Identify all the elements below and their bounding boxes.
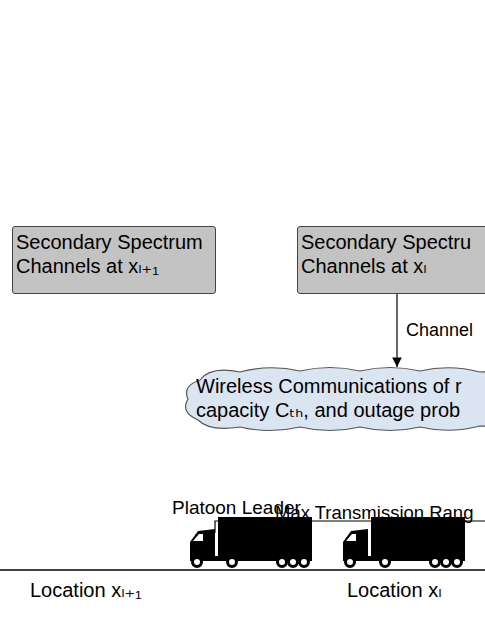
edge-label: Channel — [406, 319, 473, 341]
truck-icon — [190, 517, 312, 567]
arrow-connector — [396, 294, 397, 367]
channel-box: Secondary Spectru Channels at xₗ — [297, 226, 485, 294]
cloud-shape — [186, 368, 485, 431]
diagram-label: Location xₗ — [347, 579, 442, 601]
diagram-label: Max Transmission Rang — [275, 502, 473, 524]
road-line — [0, 569, 485, 571]
cloud-node: Wireless Communications of r capacity Cₜ… — [180, 366, 485, 432]
truck-icon — [343, 517, 465, 567]
node-text: Wireless Communications of r capacity Cₜ… — [196, 374, 471, 422]
node-text: Secondary Spectrum Channels at xₗ₊₁ — [16, 230, 215, 278]
diagram-label: Platoon Leader — [172, 497, 301, 519]
diagram-label: Location xₗ₊₁ — [30, 579, 142, 601]
node-text: Secondary Spectru Channels at xₗ — [301, 230, 479, 278]
channel-box: Secondary Spectrum Channels at xₗ₊₁ — [12, 226, 216, 294]
